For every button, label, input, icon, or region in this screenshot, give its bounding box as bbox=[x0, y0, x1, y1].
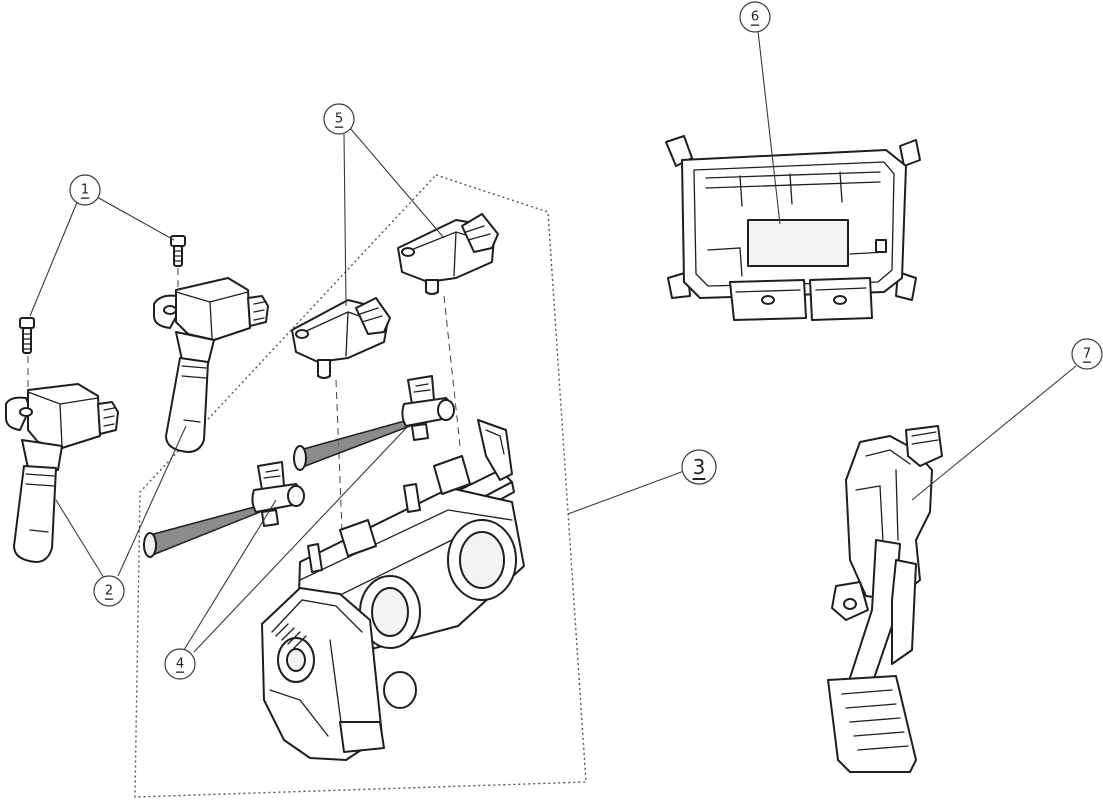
ignition-coil-right bbox=[153, 277, 269, 453]
injector-spray-cone-upper bbox=[293, 419, 411, 471]
throttle-body-assembly bbox=[261, 419, 525, 761]
injector-spray-cone-lower bbox=[143, 505, 261, 558]
svg-text:2: 2 bbox=[105, 584, 113, 599]
bolt-left bbox=[19, 317, 35, 354]
callout-7: 7 bbox=[1071, 338, 1103, 370]
engine-control-unit bbox=[665, 135, 921, 321]
svg-text:7: 7 bbox=[1083, 347, 1091, 362]
svg-text:4: 4 bbox=[176, 657, 184, 672]
callout-5: 5 bbox=[323, 103, 355, 135]
accelerator-pedal bbox=[827, 425, 943, 773]
injector-upper bbox=[401, 375, 455, 441]
callout-6: 6 bbox=[739, 1, 771, 33]
map-sensor-upper bbox=[397, 213, 499, 295]
map-sensor-lower bbox=[291, 297, 391, 379]
leader-lines bbox=[29, 30, 1077, 653]
svg-text:6: 6 bbox=[751, 10, 759, 25]
callout-4: 4 bbox=[164, 648, 196, 680]
svg-text:5: 5 bbox=[335, 112, 343, 127]
svg-text:3: 3 bbox=[693, 455, 706, 479]
callout-1: 1 bbox=[69, 174, 101, 206]
callout-3: 3 bbox=[681, 449, 717, 485]
ignition-coil-left bbox=[5, 383, 119, 563]
callout-2: 2 bbox=[93, 575, 125, 607]
injector-lower bbox=[251, 461, 305, 527]
svg-text:1: 1 bbox=[81, 183, 89, 198]
bolt-right bbox=[170, 235, 186, 267]
